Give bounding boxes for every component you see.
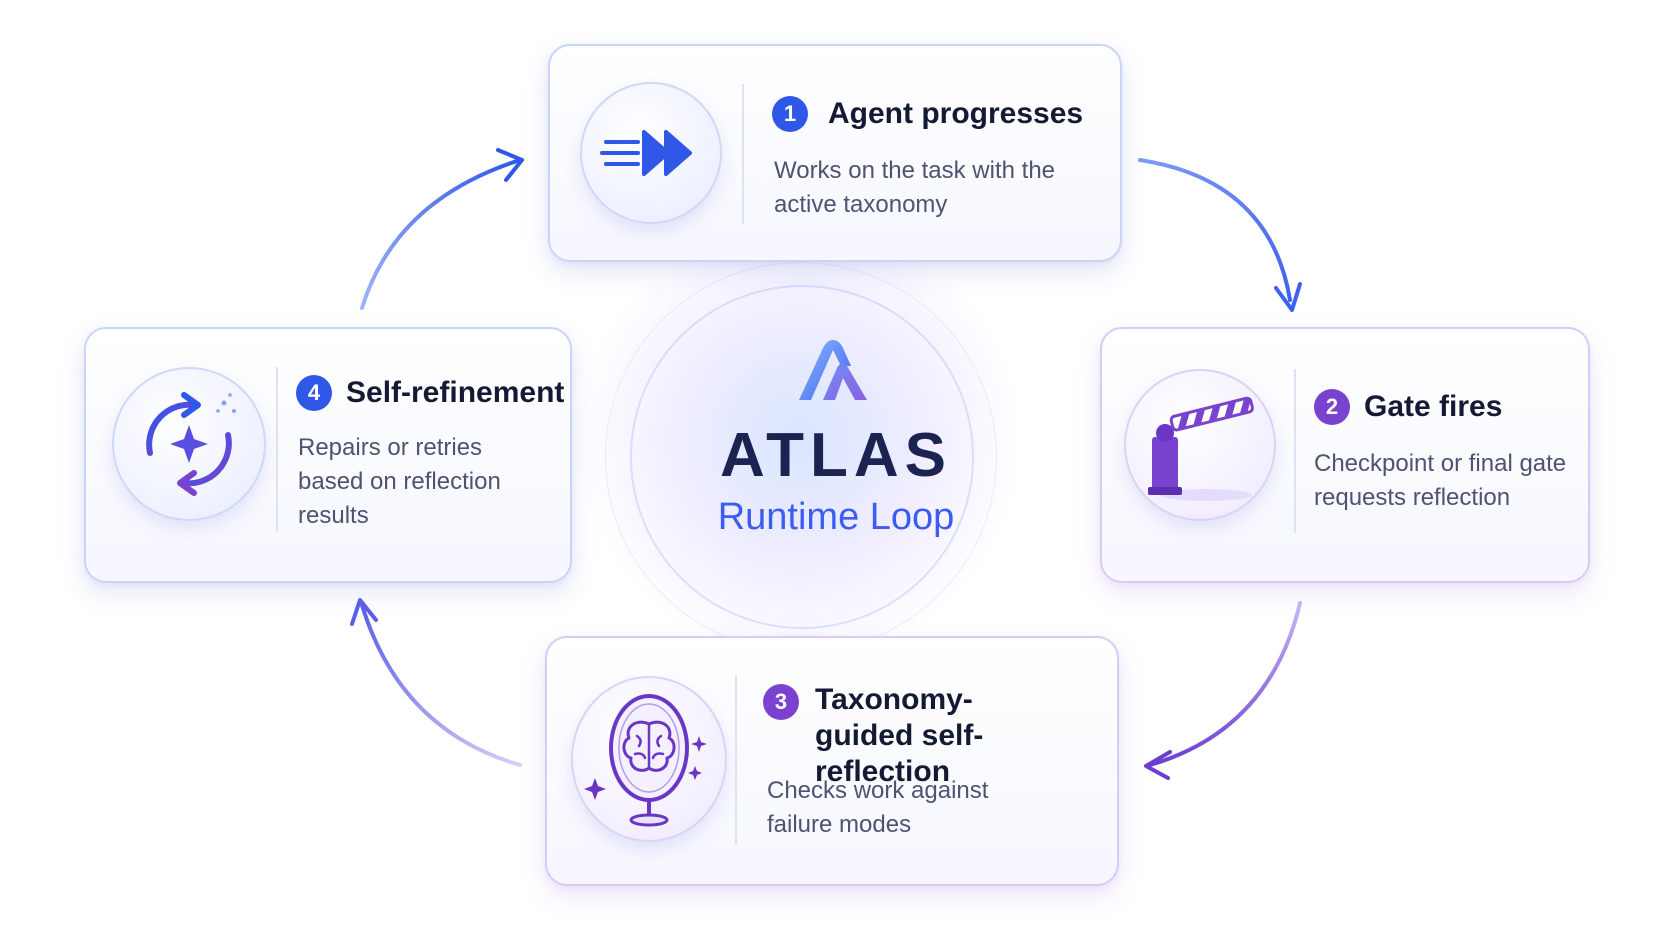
- arrowhead-3-to-4: [350, 598, 378, 626]
- center-ring-inner: [630, 285, 974, 629]
- step-2-title: Gate fires: [1364, 390, 1503, 423]
- arrow-1-to-2: [1138, 158, 1292, 302]
- step-1-title: Agent progresses: [828, 97, 1084, 130]
- step-2-icon-circle: [1124, 369, 1276, 521]
- step-2-description: Checkpoint or final gate requests reflec…: [1314, 450, 1567, 511]
- step-3-badge: 3: [763, 684, 799, 720]
- step-1-divider: [742, 84, 744, 224]
- step-1-badge: 1: [772, 96, 808, 132]
- step-3-divider: [735, 676, 737, 844]
- step-card-3: 3 Taxonomy-guided self-reflection Checks…: [545, 636, 1119, 886]
- step-3-title: Taxonomy-guided self-reflection: [815, 683, 984, 788]
- arrow-3-to-4: [360, 603, 522, 767]
- arrowhead-1-to-2: [1274, 282, 1302, 312]
- step-4-description: Repairs or retries based on reflection r…: [298, 434, 501, 529]
- step-card-4: 4 Self-refinement Repairs or retries bas…: [84, 327, 572, 583]
- arrow-4-to-1: [360, 158, 522, 310]
- arrowhead-4-to-1: [496, 148, 524, 182]
- center-title: ATLAS: [719, 421, 953, 490]
- atlas-logo-icon: [799, 340, 867, 400]
- step-1-icon-circle: [580, 82, 722, 224]
- step-4-title: Self-refinement: [346, 376, 565, 409]
- step-card-1: 1 Agent progresses Works on the task wit…: [548, 44, 1122, 262]
- refresh-sparkle-icon: [146, 392, 236, 496]
- arrowhead-2-to-3: [1144, 750, 1172, 780]
- step-4-divider: [276, 367, 278, 531]
- step-4-badge: 4: [296, 375, 332, 411]
- brain-mirror-icon: [584, 694, 707, 827]
- step-3-icon-circle: [571, 676, 727, 842]
- step-1-description: Works on the task with the active taxono…: [774, 157, 1056, 218]
- arrow-2-to-3: [1148, 601, 1302, 767]
- step-2-badge: 2: [1314, 389, 1350, 425]
- fast-forward-icon: [600, 130, 692, 176]
- step-3-description: Checks work against failure modes: [767, 777, 989, 838]
- gate-barrier-icon: [1148, 396, 1254, 501]
- step-4-icon-circle: [112, 367, 266, 521]
- step-card-2: 2 Gate fires Checkpoint or final gate re…: [1100, 327, 1590, 583]
- step-2-divider: [1294, 369, 1296, 533]
- center-subtitle: Runtime Loop: [717, 496, 955, 538]
